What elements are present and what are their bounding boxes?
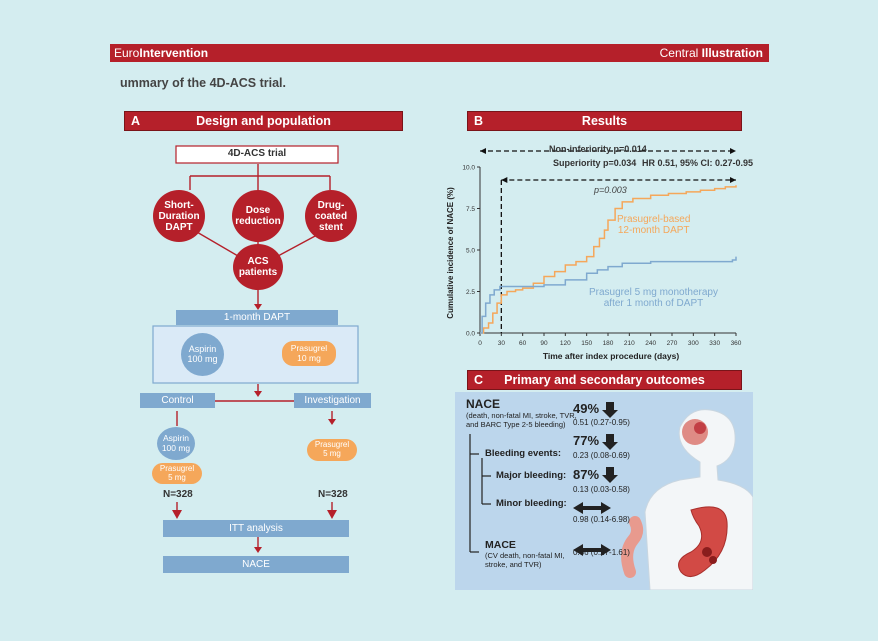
mace-title: MACE bbox=[485, 539, 516, 551]
x-axis-label: Time after index procedure (days) bbox=[543, 351, 680, 361]
x-tick-label: 300 bbox=[688, 340, 699, 347]
y-tick-label: 2.5 bbox=[466, 289, 475, 296]
nace-reduction: 49% bbox=[573, 401, 600, 416]
control-box: Control bbox=[140, 393, 215, 408]
aspirin-circle: Aspirin 100 mg bbox=[181, 333, 224, 376]
x-tick-label: 30 bbox=[498, 340, 506, 347]
y-tick-label: 0.0 bbox=[466, 331, 475, 338]
investigation-prasugrel-pill: Prasugrel 5 mg bbox=[307, 439, 357, 461]
bleeding-label: Bleeding events: bbox=[485, 448, 562, 459]
control-n: N=328 bbox=[163, 489, 193, 500]
landmark-right-arrow bbox=[730, 177, 736, 183]
landmark-left-arrow bbox=[501, 177, 508, 183]
x-tick-label: 330 bbox=[709, 340, 720, 347]
x-tick-label: 90 bbox=[540, 340, 548, 347]
effect-arrows bbox=[573, 402, 618, 556]
journal-header: EuroIntervention Central Illustration bbox=[110, 44, 769, 62]
y-tick-label: 10.0 bbox=[462, 165, 475, 172]
y-axis-label: Cumulative incidence of NACE (%) bbox=[446, 187, 455, 319]
journal-name: EuroIntervention bbox=[114, 46, 209, 60]
x-tick-label: 270 bbox=[667, 340, 678, 347]
nace-title: NACE bbox=[466, 397, 501, 411]
nace-ci: 0.51 (0.27-0.95) bbox=[573, 418, 630, 427]
y-tick-label: 5.0 bbox=[466, 248, 475, 255]
series-a-label: Prasugrel-based 12-month DAPT bbox=[617, 214, 691, 236]
chart-axes: 0 30 60 90 120 150 180 210 240 270 300 330 360 0.0 2.5… bbox=[462, 148, 742, 347]
acs-patients-circle: ACS patients bbox=[233, 244, 283, 290]
minor-bleeding-label: Minor bleeding: bbox=[496, 498, 567, 509]
bleeding-ci: 0.23 (0.08-0.69) bbox=[573, 451, 630, 460]
series-line-1 bbox=[480, 185, 737, 334]
x-tick-label: 120 bbox=[560, 340, 571, 347]
control-prasugrel-pill: Prasugrel 5 mg bbox=[152, 463, 202, 484]
nace-definition: (death, non-fatal MI, stroke, TVR, and B… bbox=[466, 411, 577, 429]
noninferiority-right-arrow bbox=[730, 148, 736, 154]
outcomes-panel bbox=[455, 392, 753, 590]
x-tick-label: 0 bbox=[478, 340, 482, 347]
mace-ci: 0.66 (0.27-1.61) bbox=[573, 548, 630, 557]
dose-reduction-circle: Dose reduction bbox=[232, 190, 284, 242]
one-month-dapt-box: 1-month DAPT bbox=[176, 310, 338, 325]
superiority-label: Superiority p=0.034 bbox=[553, 158, 637, 168]
x-tick-label: 210 bbox=[624, 340, 635, 347]
summary-caption: ummary of the 4D-ACS trial. bbox=[120, 76, 287, 90]
x-tick-label: 240 bbox=[645, 340, 656, 347]
major-bleeding-reduction: 87% bbox=[573, 467, 600, 482]
short-dapt-circle: Short- Duration DAPT bbox=[153, 190, 205, 242]
noninferiority-left-arrow bbox=[480, 148, 486, 154]
chart-series bbox=[480, 185, 737, 334]
drug-coated-stent-circle: Drug- coated stent bbox=[305, 190, 357, 242]
major-bleeding-label: Major bleeding: bbox=[496, 470, 567, 481]
x-tick-label: 360 bbox=[731, 340, 742, 347]
y-tick-label: 7.5 bbox=[466, 206, 475, 213]
series-b-label: Prasugrel 5 mg monotherapy after 1 month… bbox=[589, 287, 718, 309]
minor-bleeding-ci: 0.98 (0.14-6.98) bbox=[573, 515, 630, 524]
series-line-2 bbox=[480, 256, 737, 334]
trial-name: 4D-ACS trial bbox=[227, 148, 287, 159]
itt-analysis-box: ITT analysis bbox=[163, 520, 349, 537]
noninferiority-label: Non-inferiority p=0.014 bbox=[549, 144, 647, 154]
x-tick-label: 60 bbox=[519, 340, 527, 347]
km-chart: 0 30 60 90 120 150 180 210 240 270 300 330 360 0.0 2.5… bbox=[446, 148, 742, 361]
central-illustration-label: Central Illustration bbox=[659, 46, 763, 60]
x-tick-label: 180 bbox=[603, 340, 614, 347]
investigation-box: Investigation bbox=[294, 393, 371, 408]
hazard-ratio-label: HR 0.51, 95% CI: 0.27-0.95 bbox=[642, 158, 754, 168]
p-value-label: p=0.003 bbox=[594, 185, 627, 195]
body-illustration bbox=[621, 409, 753, 590]
prasugrel-10mg-pill: Prasugrel 10 mg bbox=[282, 341, 336, 366]
major-bleeding-ci: 0.13 (0.03-0.58) bbox=[573, 485, 630, 494]
control-aspirin-circle: Aspirin 100 mg bbox=[157, 427, 195, 460]
bleeding-reduction: 77% bbox=[573, 433, 600, 448]
mace-definition: (CV death, non-fatal MI, stroke, and TVR… bbox=[485, 551, 565, 569]
nace-box: NACE bbox=[163, 556, 349, 573]
x-tick-label: 150 bbox=[581, 340, 592, 347]
investigation-n: N=328 bbox=[318, 489, 348, 500]
